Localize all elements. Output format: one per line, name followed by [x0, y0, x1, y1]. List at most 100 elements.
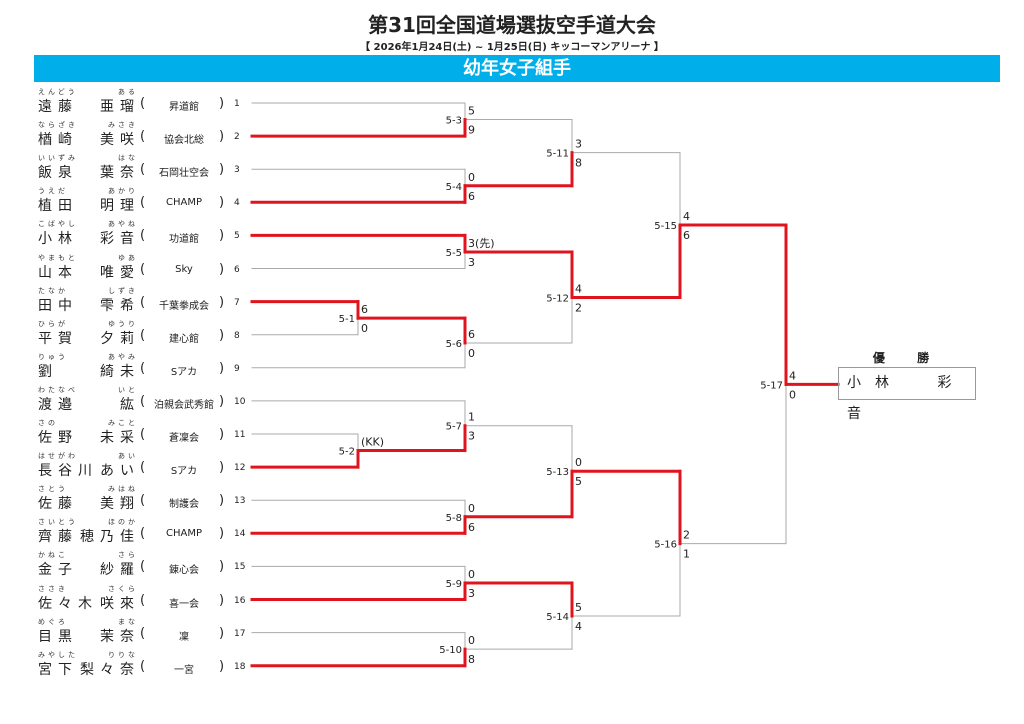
- match-number: 5-15: [654, 221, 677, 232]
- player-dojo: Sアカ: [170, 366, 198, 378]
- player-given-name: 葉奈: [100, 165, 140, 182]
- player-surname: 目黒: [38, 628, 78, 645]
- surname-furigana: めぐろ: [38, 617, 68, 626]
- surname-furigana: ならざき: [38, 121, 78, 130]
- player-dojo: Sky: [175, 263, 193, 275]
- surname-furigana: かねこ: [38, 551, 68, 560]
- player-surname: 金子: [38, 562, 78, 579]
- player-surname: 劉: [38, 363, 58, 380]
- score-top: 2: [683, 529, 690, 542]
- player-number: 8: [234, 330, 240, 341]
- score-top: 4: [575, 282, 582, 295]
- match-number: 5-10: [439, 645, 462, 656]
- score-bottom: 5: [575, 475, 582, 488]
- player-row: りゅう あやみ 劉 綺未 ( Sアカ ) 9: [0, 352, 250, 385]
- paren-open: (: [140, 393, 146, 409]
- player-number: 5: [234, 231, 240, 242]
- score-bottom: 1: [683, 548, 690, 561]
- paren-open: (: [140, 327, 146, 343]
- given-furigana: あやね: [108, 220, 138, 229]
- player-given-name: 彩音: [100, 231, 140, 248]
- given-furigana: ほのか: [108, 518, 138, 527]
- player-dojo: 千葉拳成会: [159, 300, 209, 312]
- player-surname: 平賀: [38, 330, 78, 347]
- given-furigana: ある: [118, 88, 138, 96]
- player-surname: 齊藤: [38, 529, 78, 546]
- player-row: かねこ さら 金子 紗羅 ( 錬心会 ) 15: [0, 550, 250, 583]
- player-surname: 佐々木: [38, 595, 98, 612]
- paren-close: ): [219, 493, 225, 509]
- player-row: さいとう ほのか 齊藤 穂乃佳 ( CHAMP ) 14: [0, 517, 250, 550]
- paren-close: ): [219, 228, 225, 244]
- match-number: 5-1: [339, 314, 355, 325]
- score-top: 0: [468, 568, 475, 581]
- player-row: やまもと ゆあ 山本 唯愛 ( Sky ) 6: [0, 253, 250, 286]
- score-bottom: 0: [468, 347, 475, 360]
- score-top: 5: [575, 601, 582, 614]
- player-row: はせがわ あい 長谷川 あい ( Sアカ ) 12: [0, 451, 250, 484]
- player-given-name: 未采: [100, 430, 140, 446]
- paren-open: (: [140, 658, 146, 674]
- score-top: 0: [468, 502, 475, 515]
- score-bottom: 8: [575, 157, 582, 170]
- player-dojo: 一宮: [174, 664, 194, 676]
- player-dojo: 泊親会武秀館: [154, 399, 214, 411]
- match-number: 5-2: [339, 447, 355, 458]
- score-top: 3: [575, 138, 582, 151]
- player-dojo: 石岡壮空会: [159, 168, 209, 180]
- player-surname: 山本: [38, 264, 78, 281]
- player-number: 15: [234, 562, 246, 573]
- given-furigana: みこと: [108, 419, 138, 427]
- score-bottom: 6: [683, 229, 690, 242]
- given-furigana: みはね: [108, 485, 138, 494]
- match-number: 5-14: [546, 612, 569, 623]
- tournament-title: 第31回全国道場選抜空手道大会: [368, 13, 656, 37]
- paren-open: (: [140, 427, 146, 442]
- player-number: 17: [234, 628, 246, 639]
- player-surname: 小林: [38, 231, 78, 248]
- surname-furigana: さいとう: [38, 518, 78, 527]
- paren-close: ): [219, 360, 225, 376]
- player-surname: 渡邉: [38, 396, 78, 413]
- given-furigana: いと: [118, 385, 138, 394]
- surname-furigana: えんどう: [38, 88, 78, 96]
- score-bottom: 6: [468, 521, 475, 534]
- player-surname: 植田: [38, 198, 78, 215]
- match-number: 5-13: [546, 467, 569, 478]
- score-top: 6: [468, 328, 475, 341]
- paren-open: (: [140, 228, 146, 244]
- player-row: ひらが ゆうり 平賀 夕莉 ( 建心館 ) 8: [0, 319, 250, 352]
- surname-furigana: いいずみ: [38, 154, 78, 163]
- division-banner: 幼年女子組手: [34, 55, 1000, 82]
- player-dojo: 蒼凜会: [169, 433, 199, 444]
- player-given-name: 唯愛: [100, 264, 140, 281]
- surname-furigana: ささき: [38, 584, 68, 593]
- surname-furigana: りゅう: [38, 352, 68, 361]
- player-row: たなか しずき 田中 雫希 ( 千葉拳成会 ) 7: [0, 286, 250, 319]
- surname-furigana: わたなべ: [38, 385, 78, 394]
- player-number: 1: [234, 99, 240, 109]
- surname-furigana: うえだ: [38, 187, 68, 196]
- player-given-name: 綺未: [100, 363, 140, 380]
- player-row: さの みこと 佐野 未采 ( 蒼凜会 ) 11: [0, 418, 250, 451]
- score-top: 4: [683, 210, 690, 223]
- given-furigana: まな: [118, 617, 138, 626]
- surname-furigana: こばやし: [38, 220, 78, 229]
- player-row: わたなべ いと 渡邉 紘 ( 泊親会武秀館 ) 10: [0, 385, 250, 418]
- champion-label: 優 勝: [872, 351, 944, 365]
- paren-close: ): [219, 460, 225, 476]
- paren-close: ): [219, 327, 225, 343]
- player-number: 4: [234, 198, 240, 209]
- player-row: いいずみ はな 飯泉 葉奈 ( 石岡壮空会 ) 3: [0, 153, 250, 186]
- given-furigana: ゆうり: [108, 319, 138, 328]
- paren-open: (: [140, 526, 146, 542]
- player-surname: 宮下: [38, 661, 78, 678]
- player-dojo: CHAMP: [165, 528, 202, 540]
- paren-close: ): [219, 625, 225, 641]
- player-dojo: 建心館: [169, 333, 199, 345]
- paren-open: (: [140, 195, 146, 211]
- score-top: (KK): [361, 436, 384, 449]
- match-number: 5-9: [446, 579, 462, 590]
- paren-open: (: [140, 592, 146, 608]
